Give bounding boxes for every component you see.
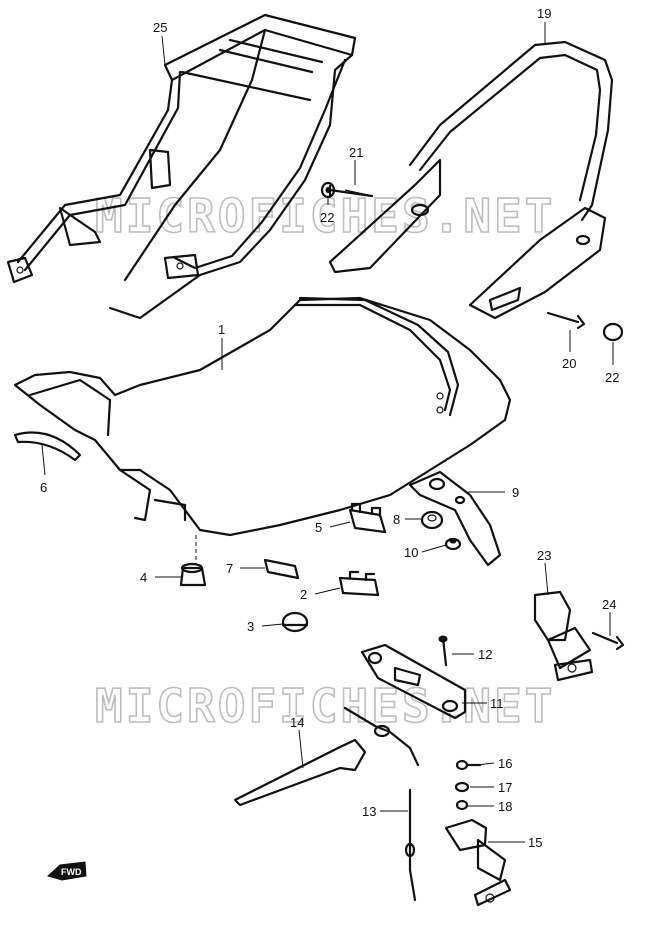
callout-9: 9 [512,485,519,500]
callout-14: 14 [290,715,304,730]
callout-22-right: 22 [605,370,619,385]
cushion-7 [263,558,300,580]
callout-22-left: 22 [320,210,334,225]
tool-14 [233,738,367,807]
seat-bracket-9 [408,470,502,567]
nut-18 [455,799,469,811]
cushion-2 [338,570,380,597]
callout-13: 13 [362,804,376,819]
washer-22-left [320,181,336,199]
watermark-bottom: MICROFICHES.NET [95,679,555,733]
callout-7: 7 [226,561,233,576]
callout-18: 18 [498,799,512,814]
callout-17: 17 [498,780,512,795]
callout-10: 10 [404,545,418,560]
callout-3: 3 [247,619,254,634]
callout-12: 12 [478,647,492,662]
callout-5: 5 [315,520,322,535]
seat-lock-15 [444,818,512,907]
cable-13 [343,706,420,902]
fwd-label: FWD [61,867,82,877]
callout-6: 6 [40,480,47,495]
nut-10 [444,537,462,551]
callout-4: 4 [140,570,147,585]
damper-3 [281,611,309,633]
watermark-top: MICROFICHES.NET [95,189,555,243]
grab-rail [328,40,614,320]
callout-2: 2 [300,587,307,602]
washer-17 [454,781,470,793]
helmet-lock-23 [533,590,594,682]
callout-16: 16 [498,756,512,771]
callout-23: 23 [537,548,551,563]
callout-1: 1 [218,322,225,337]
seat [13,296,512,537]
seat-trim-6 [13,431,82,462]
bolt-24 [591,631,625,651]
callout-11: 11 [490,696,504,711]
callout-8: 8 [393,512,400,527]
callout-21: 21 [349,145,363,160]
callout-20: 20 [562,356,576,371]
fwd-arrow-icon: FWD [47,861,87,881]
seat-lock-bracket-11 [360,643,467,720]
bolt-20 [546,311,586,330]
cap-22-right [602,322,624,342]
callout-19: 19 [537,6,551,21]
callout-24: 24 [602,597,616,612]
screw-12 [438,635,448,667]
rear-carrier-rack [6,13,357,320]
cushion-5 [348,502,387,534]
damper-4 [179,562,207,587]
damper-8 [420,510,444,530]
callout-15: 15 [528,835,542,850]
leader-lines [41,22,614,843]
callout-25: 25 [153,20,167,35]
callouts: 25 19 21 22 1 20 22 6 9 5 8 10 4 7 2 3 2… [40,6,619,850]
